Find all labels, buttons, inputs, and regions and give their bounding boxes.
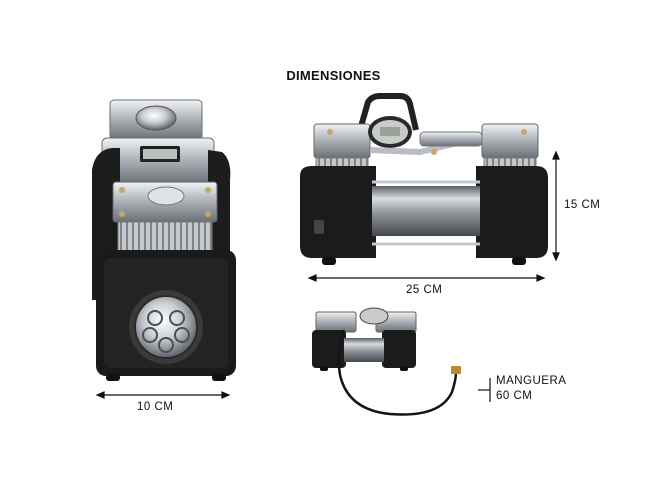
compressor-hose-view xyxy=(312,307,461,416)
length-dimension-line xyxy=(307,274,546,282)
height-label: 15 CM xyxy=(564,199,601,211)
compressor-front-view xyxy=(92,99,236,381)
hose-label-line2: 60 CM xyxy=(496,390,533,402)
width-label: 10 CM xyxy=(137,401,174,413)
hose-label-line1: MANGUERA xyxy=(496,375,567,387)
compressor-side-view xyxy=(300,93,548,265)
page-title: DIMENSIONES xyxy=(286,68,381,83)
hose-dimension-bracket xyxy=(478,378,491,402)
length-label: 25 CM xyxy=(406,284,443,296)
width-dimension-line xyxy=(95,391,231,399)
height-dimension-line xyxy=(552,150,560,262)
